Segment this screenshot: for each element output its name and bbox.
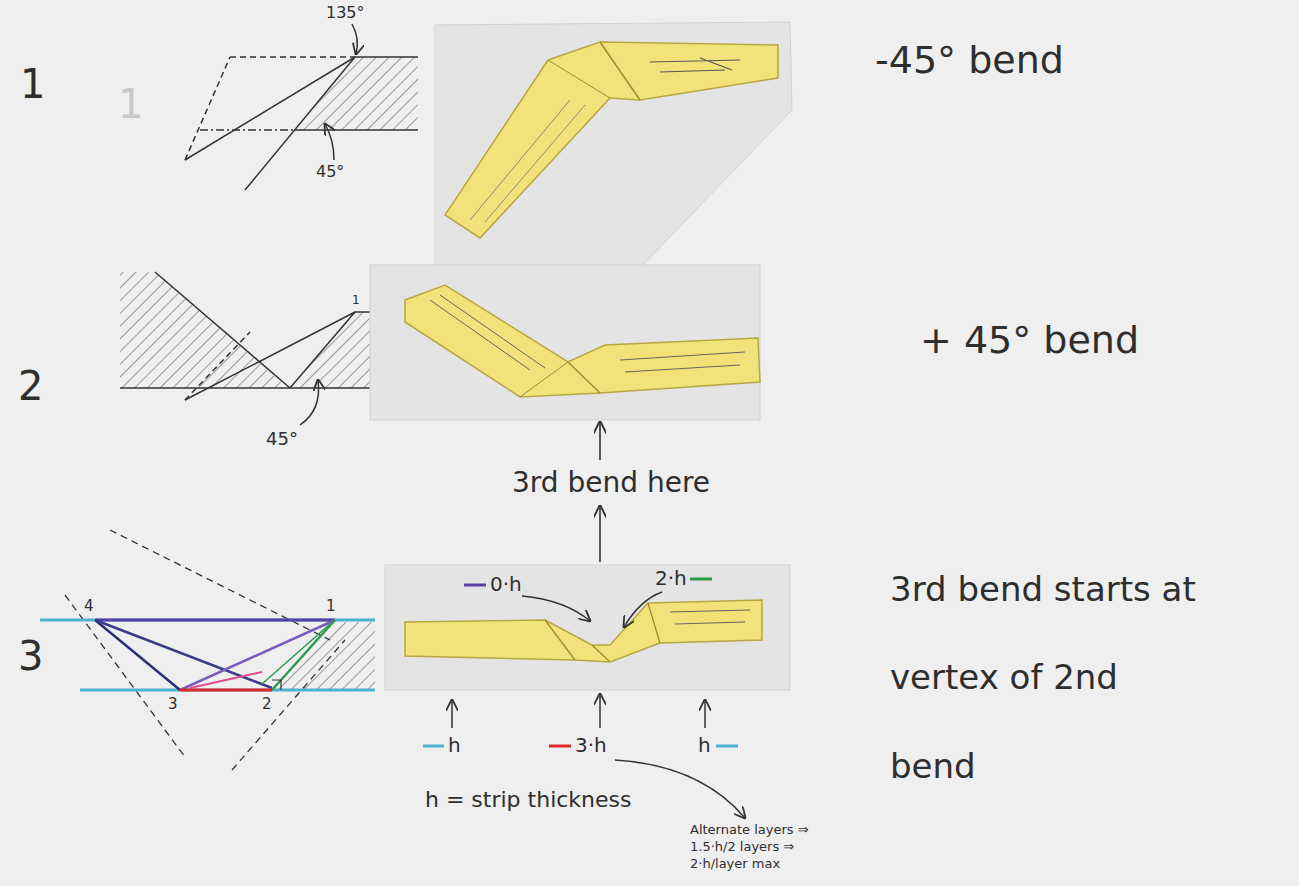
point-number: 1 <box>326 597 336 615</box>
row-number: 1 <box>118 80 143 128</box>
main-note: 3rd bend starts at vertex of 2nd bend <box>890 545 1210 810</box>
label-text: 3 <box>18 633 43 679</box>
angle-label: 135° <box>326 3 365 22</box>
label-text: 2·h <box>655 566 687 590</box>
angle-label: 45° <box>316 162 344 181</box>
pointer-arrow <box>452 592 745 818</box>
label-text: h <box>448 733 461 757</box>
label-text: 2 <box>262 695 272 713</box>
colour-key-dash <box>423 579 738 746</box>
strip-photo-2 <box>370 265 760 420</box>
thickness-label: 0·h <box>490 572 522 596</box>
point-number: 4 <box>84 597 94 615</box>
point-number: 2 <box>262 695 272 713</box>
thickness-label: 2·h <box>655 566 687 590</box>
label-text: h = strip thickness <box>425 787 632 812</box>
pointer-note: 3rd bend here <box>512 466 710 500</box>
label-text: 1 <box>326 597 336 615</box>
point-number: 1 <box>352 293 360 307</box>
definition-note: h = strip thickness <box>425 787 632 813</box>
row-number: 3 <box>18 632 43 680</box>
label-text: 45° <box>316 162 344 181</box>
thickness-label: h <box>448 733 461 757</box>
bend-sketch-3 <box>40 530 375 770</box>
label-text: 45° <box>266 428 298 449</box>
label-text: 4 <box>84 597 94 615</box>
side-note: Alternate layers ⇒ 1.5·h/2 layers ⇒ 2·h/… <box>690 822 812 873</box>
row-number: 1 <box>20 60 45 108</box>
bend-title: + 45° bend <box>920 318 1139 364</box>
thickness-label: 3·h <box>575 733 607 757</box>
thickness-label: h <box>698 733 711 757</box>
bend-title: -45° bend <box>875 38 1064 84</box>
label-text: -45° bend <box>875 38 1064 82</box>
label-text: Alternate layers ⇒ 1.5·h/2 layers ⇒ 2·h/… <box>690 822 809 871</box>
row-number: 2 <box>18 362 43 410</box>
label-text: 1 <box>118 81 143 127</box>
bend-sketch-2 <box>120 272 372 425</box>
angle-label: 45° <box>266 428 298 450</box>
strip-photo-3 <box>385 565 790 690</box>
label-text: 135° <box>326 3 365 22</box>
label-text: 2 <box>18 363 43 409</box>
bend-sketch-1 <box>185 24 418 190</box>
label-text: 3rd bend here <box>512 466 710 499</box>
label-text: 3·h <box>575 733 607 757</box>
label-text: 1 <box>352 293 360 307</box>
label-text: + 45° bend <box>920 318 1139 362</box>
label-text: 3 <box>168 695 178 713</box>
label-text: 3rd bend starts at vertex of 2nd bend <box>890 569 1196 786</box>
label-text: 0·h <box>490 572 522 596</box>
strip-photo-1 <box>435 22 792 268</box>
label-text: 1 <box>20 61 45 107</box>
point-number: 3 <box>168 695 178 713</box>
label-text: h <box>698 733 711 757</box>
